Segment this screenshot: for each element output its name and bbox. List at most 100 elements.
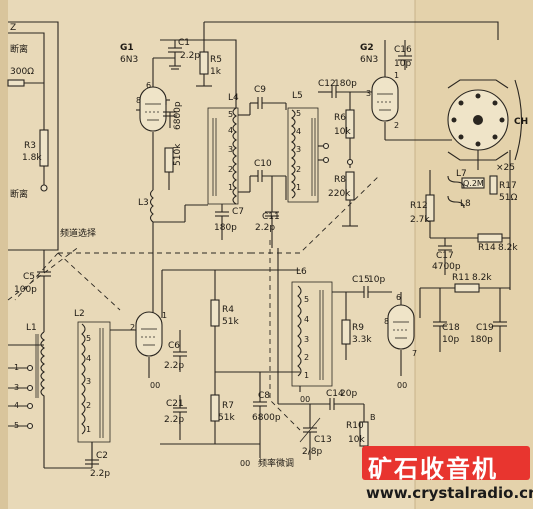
component-label: 10p bbox=[442, 335, 459, 345]
component-label: 7 bbox=[412, 349, 417, 358]
component-label: 51k bbox=[222, 317, 239, 327]
component-label: 频道选择 bbox=[60, 227, 96, 239]
component-label: R17 bbox=[499, 181, 517, 191]
component-label: 10k bbox=[334, 127, 351, 137]
component-label: 1 bbox=[394, 71, 399, 80]
component-label: C7 bbox=[232, 207, 244, 217]
component-label: CH bbox=[514, 117, 528, 127]
component-label: 2.2p bbox=[164, 415, 184, 425]
component-label: L3 bbox=[138, 198, 149, 208]
component-label: 1 bbox=[304, 371, 309, 380]
component-label: C21 bbox=[166, 399, 184, 409]
component-label: C6 bbox=[168, 341, 180, 351]
component-label: Z bbox=[10, 23, 16, 33]
component-label: R4 bbox=[222, 305, 234, 315]
tube-g1 bbox=[139, 86, 167, 132]
component-label: 180p bbox=[334, 79, 357, 89]
component-label: 6800p bbox=[173, 101, 183, 130]
component-label: 10k bbox=[348, 435, 365, 445]
component-label: 5 bbox=[86, 334, 91, 343]
component-label: C8 bbox=[258, 391, 270, 401]
component-label: 断离 bbox=[10, 188, 28, 200]
component-label: Q.2M bbox=[463, 179, 484, 188]
component-label: L2 bbox=[74, 309, 85, 319]
component-label: L7 bbox=[456, 169, 467, 179]
component-label: 6800p bbox=[252, 413, 281, 423]
component-label: 8.2k bbox=[498, 243, 518, 253]
component-label: C5 bbox=[23, 272, 35, 282]
component-label: R14 bbox=[478, 243, 496, 253]
r-300ohm bbox=[7, 79, 25, 87]
resistor-r9 bbox=[341, 319, 351, 345]
tube-g1-section2 bbox=[135, 311, 163, 357]
component-label: 2.2p bbox=[90, 469, 110, 479]
component-label: 2 bbox=[130, 323, 135, 332]
component-label: G1 bbox=[120, 43, 134, 53]
component-label: L4 bbox=[228, 93, 239, 103]
component-label: 2 bbox=[86, 401, 91, 410]
resistor-r14 bbox=[477, 233, 503, 243]
component-label: C14 bbox=[326, 389, 344, 399]
component-label: 3 bbox=[296, 145, 301, 154]
component-label: C18 bbox=[442, 323, 460, 333]
resistor-r11 bbox=[454, 283, 480, 293]
component-label: R9 bbox=[352, 323, 364, 333]
component-label: C11 bbox=[262, 212, 280, 222]
component-label: C9 bbox=[254, 85, 266, 95]
component-label: 8 bbox=[384, 317, 389, 326]
resistor-r13 bbox=[164, 147, 174, 173]
component-label: 6N3 bbox=[360, 55, 378, 65]
component-label: 2 bbox=[304, 353, 309, 362]
component-label: G2 bbox=[360, 43, 374, 53]
component-label: 4700p bbox=[432, 262, 461, 272]
tube-g2 bbox=[371, 76, 399, 122]
component-label: L5 bbox=[292, 91, 303, 101]
component-label: 4 bbox=[304, 315, 309, 324]
component-label: 8 bbox=[136, 96, 141, 105]
component-label: R11 bbox=[452, 273, 470, 283]
component-label: 断离 bbox=[10, 43, 28, 55]
component-label: 2.2p bbox=[164, 361, 184, 371]
component-label: 1 bbox=[86, 425, 91, 434]
watermark-title: 矿石收音机 bbox=[368, 455, 498, 483]
component-label: 5 bbox=[296, 109, 301, 118]
resistor-r17 bbox=[489, 175, 498, 195]
tube-g2-section2 bbox=[387, 304, 415, 350]
component-label: C16 bbox=[394, 45, 412, 55]
resistor-r4 bbox=[210, 299, 220, 327]
component-label: R7 bbox=[222, 401, 234, 411]
component-label: ×25 bbox=[496, 163, 515, 173]
component-label: 180p bbox=[214, 223, 237, 233]
component-label: 1 bbox=[228, 183, 233, 192]
component-label: 频率微调 bbox=[258, 457, 294, 469]
component-label: 3 bbox=[86, 377, 91, 386]
component-label: C2 bbox=[96, 451, 108, 461]
component-label: 00 bbox=[300, 395, 310, 404]
watermark: 矿石收音机 bbox=[362, 446, 530, 483]
component-label: 1k bbox=[210, 67, 222, 77]
component-label: 8.2k bbox=[472, 273, 492, 283]
component-label: 180p bbox=[470, 335, 493, 345]
component-label: R10 bbox=[346, 421, 364, 431]
component-label: R6 bbox=[334, 113, 346, 123]
component-label: 5 bbox=[228, 110, 233, 119]
component-label: 1 bbox=[162, 311, 167, 320]
component-label: 3 bbox=[304, 335, 309, 344]
resistor-r5 bbox=[199, 51, 209, 75]
component-label: R3 bbox=[24, 141, 36, 151]
component-label: 6N3 bbox=[120, 55, 138, 65]
component-label: 2.2p bbox=[255, 223, 275, 233]
component-label: 00 bbox=[240, 459, 250, 468]
component-label: 100p bbox=[14, 285, 37, 295]
component-label: 10p bbox=[368, 275, 385, 285]
component-label: C12 bbox=[318, 79, 336, 89]
component-label: 51Ω bbox=[499, 193, 517, 203]
component-label: C1 bbox=[178, 38, 190, 48]
component-label: 1.8k bbox=[22, 153, 42, 163]
component-label: 300Ω bbox=[10, 67, 34, 77]
component-label: C15 bbox=[352, 275, 370, 285]
component-label: 6 bbox=[146, 81, 151, 90]
component-label: 2.7k bbox=[410, 215, 430, 225]
